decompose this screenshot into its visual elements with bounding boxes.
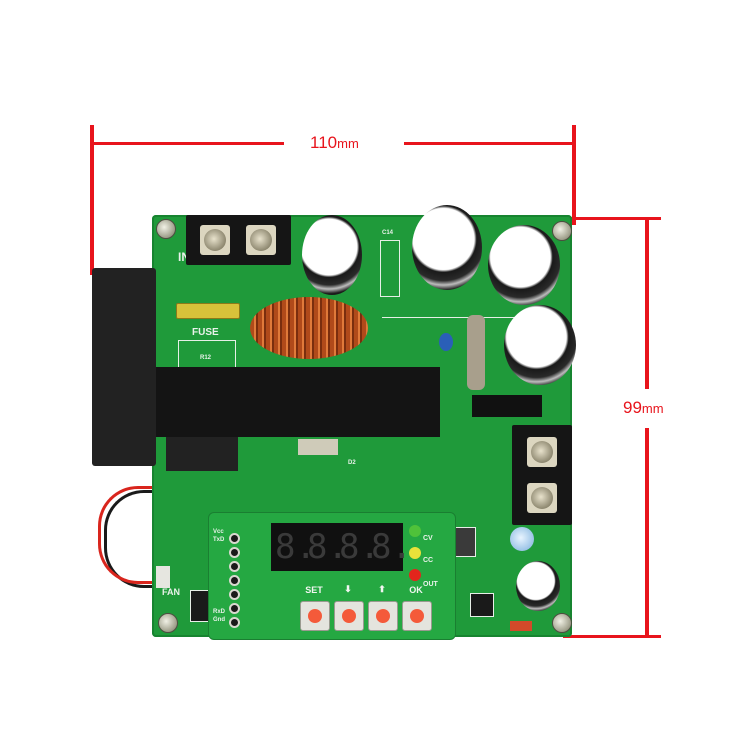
label-c14: C14 — [382, 230, 394, 236]
out-indicator-led — [409, 569, 421, 581]
cv-indicator-led — [409, 525, 421, 537]
label-gnd: Gnd — [213, 617, 225, 623]
cc-indicator-label: CC — [423, 557, 434, 564]
up-button-label: ⬆ — [378, 584, 386, 594]
transistor — [166, 437, 238, 471]
height-line-top — [645, 217, 649, 389]
height-top-tick — [563, 217, 661, 220]
smd-red-component — [510, 621, 532, 631]
display-board: 8. 8. 8. 8. CV CC OUT Vcc TxD RxD Gnd SE… — [208, 512, 456, 640]
out-indicator-label: OUT — [423, 581, 438, 588]
input-terminal-block — [186, 215, 291, 265]
heatsink-diode — [472, 395, 542, 417]
height-line-bottom — [645, 428, 649, 638]
width-line-right — [404, 142, 574, 145]
label-fuse: FUSE — [192, 327, 219, 338]
seven-segment-display: 8. 8. 8. 8. — [271, 523, 412, 571]
display-digit: 8. — [275, 527, 316, 567]
header-pin — [229, 589, 240, 600]
smd-ic — [470, 593, 494, 617]
down-button[interactable] — [334, 601, 364, 631]
label-fan: FAN — [162, 587, 180, 597]
label-r12: R12 — [200, 355, 212, 361]
blue-ceramic-capacitor — [439, 333, 453, 351]
output-terminal-screw — [527, 437, 557, 467]
transistor-tab — [298, 439, 338, 455]
width-left-tick — [90, 125, 94, 275]
mounting-screw-top-left — [156, 219, 176, 239]
electrolytic-capacitor — [504, 305, 576, 385]
output-capacitor — [516, 561, 560, 611]
heatsink — [142, 367, 440, 437]
set-button-label: SET — [305, 585, 323, 595]
fan-wire-red — [98, 486, 163, 584]
label-d2: D2 — [348, 460, 356, 466]
display-digit: 8. — [371, 527, 412, 567]
up-button[interactable] — [368, 601, 398, 631]
small-capacitor — [510, 527, 534, 551]
set-button[interactable] — [300, 601, 330, 631]
width-line-left — [92, 142, 284, 145]
fuse — [176, 303, 240, 319]
label-vcc: Vcc — [213, 529, 224, 535]
down-button-label: ⬇ — [344, 584, 352, 594]
header-pin — [229, 603, 240, 614]
input-terminal-screw — [200, 225, 230, 255]
output-terminal-screw — [527, 483, 557, 513]
power-resistor — [467, 315, 485, 390]
label-rxd: RxD — [213, 609, 226, 615]
display-digit: 8. — [307, 527, 348, 567]
input-terminal-screw — [246, 225, 276, 255]
display-digit: 8. — [339, 527, 380, 567]
height-bottom-tick — [563, 635, 661, 638]
label-txd: TxD — [213, 537, 225, 543]
silk-outline-c14 — [380, 240, 400, 297]
header-pin — [229, 617, 240, 628]
cv-indicator-label: CV — [423, 535, 433, 542]
mounting-screw-bottom-right — [552, 613, 572, 633]
header-pin — [229, 575, 240, 586]
electrolytic-capacitor — [302, 215, 362, 295]
header-pin — [229, 547, 240, 558]
output-terminal-block — [512, 425, 572, 525]
height-label: 99mm — [623, 398, 664, 417]
ok-button-label: OK — [409, 585, 423, 595]
fan-connector — [156, 566, 170, 588]
mounting-screw-top-right — [552, 221, 572, 241]
header-pin — [229, 533, 240, 544]
cooling-fan — [92, 268, 156, 466]
mounting-screw-bottom-left — [158, 613, 178, 633]
electrolytic-capacitor — [488, 225, 560, 305]
cc-indicator-led — [409, 547, 421, 559]
width-right-tick — [572, 125, 576, 225]
toroid-inductor — [250, 297, 368, 359]
electrolytic-capacitor — [412, 205, 482, 290]
header-pin — [229, 561, 240, 572]
width-label: 110mm — [310, 133, 359, 152]
ok-button[interactable] — [402, 601, 432, 631]
